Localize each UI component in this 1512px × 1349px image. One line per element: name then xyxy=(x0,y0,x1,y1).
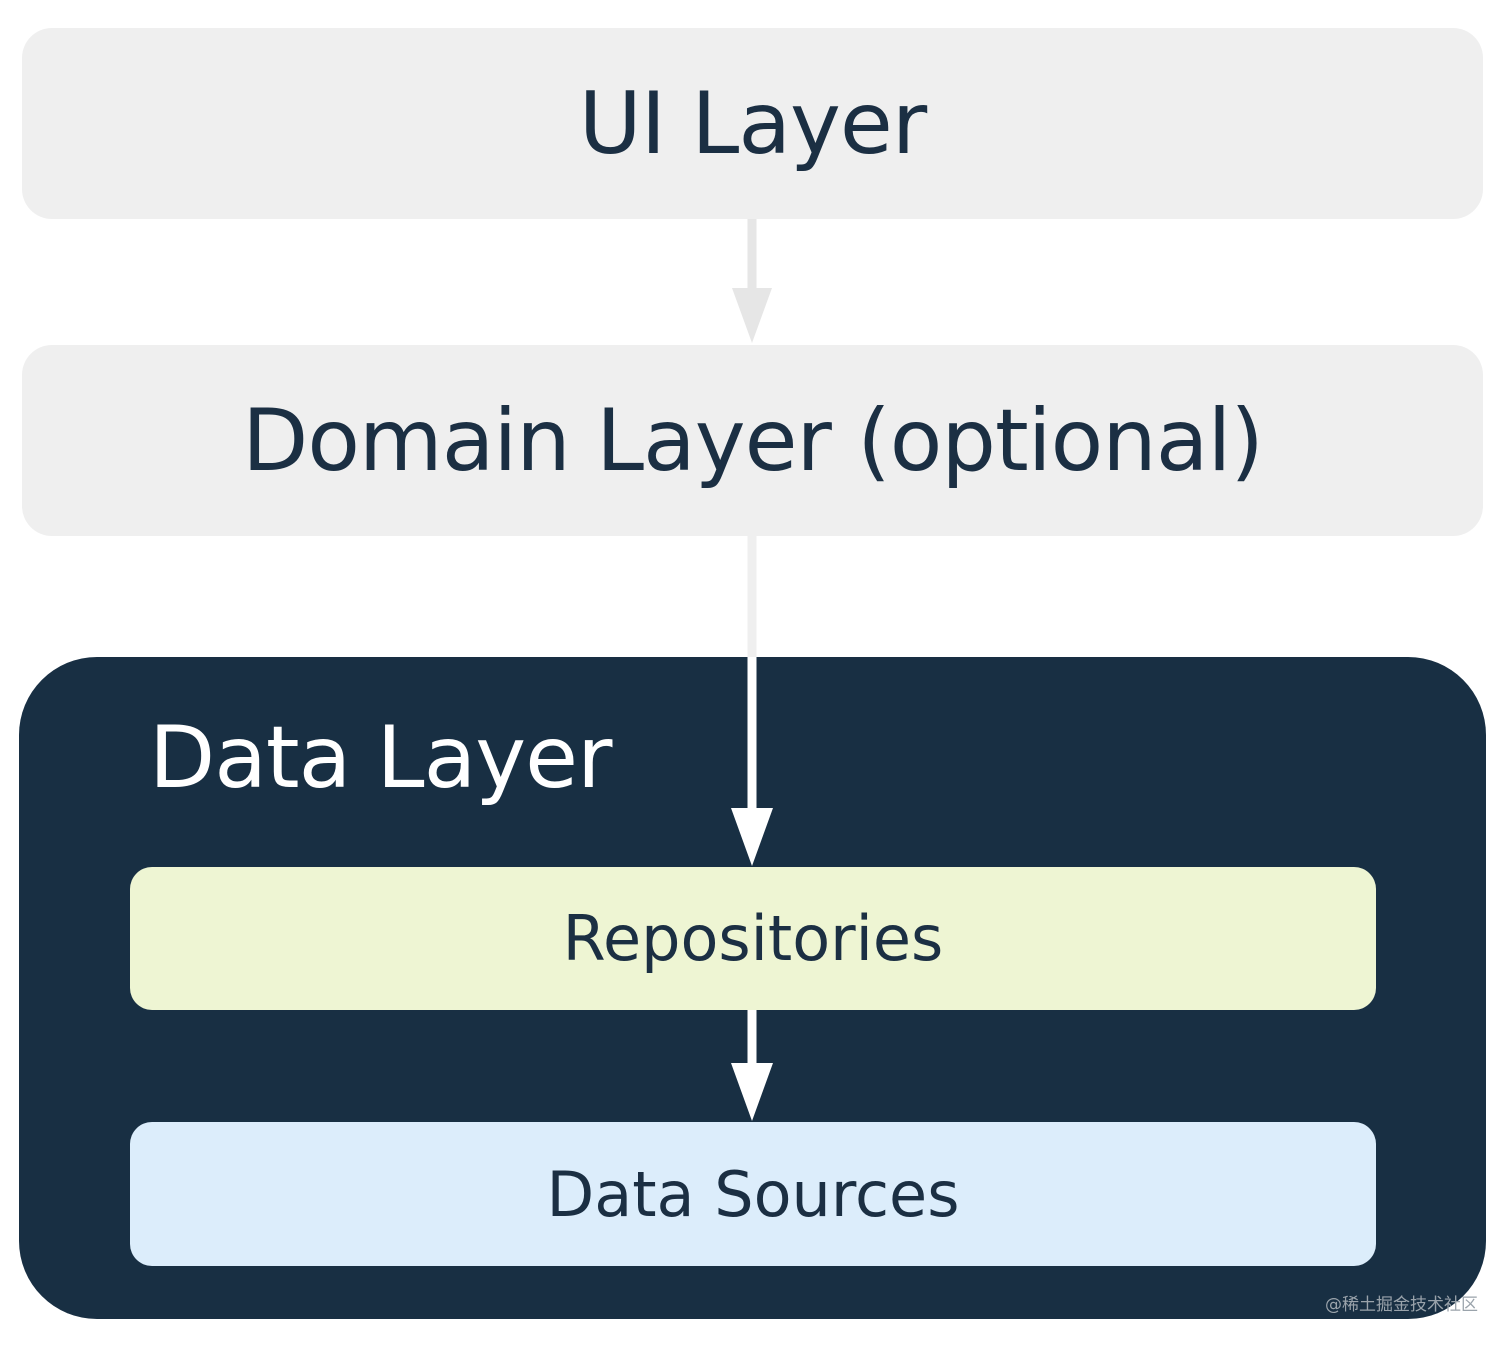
domain-layer-box: Domain Layer (optional) xyxy=(22,345,1483,536)
ui-layer-label: UI Layer xyxy=(578,73,927,174)
domain-layer-label: Domain Layer (optional) xyxy=(242,390,1264,491)
data-layer-label: Data Layer xyxy=(149,708,612,808)
ui-layer-box: UI Layer xyxy=(22,28,1483,219)
repositories-box: Repositories xyxy=(130,867,1376,1010)
data-sources-label: Data Sources xyxy=(546,1157,960,1231)
arrow-ui-to-domain xyxy=(732,219,772,343)
repositories-label: Repositories xyxy=(562,902,944,975)
data-sources-box: Data Sources xyxy=(130,1122,1376,1266)
watermark: @稀土掘金技术社区 xyxy=(1325,1295,1478,1315)
